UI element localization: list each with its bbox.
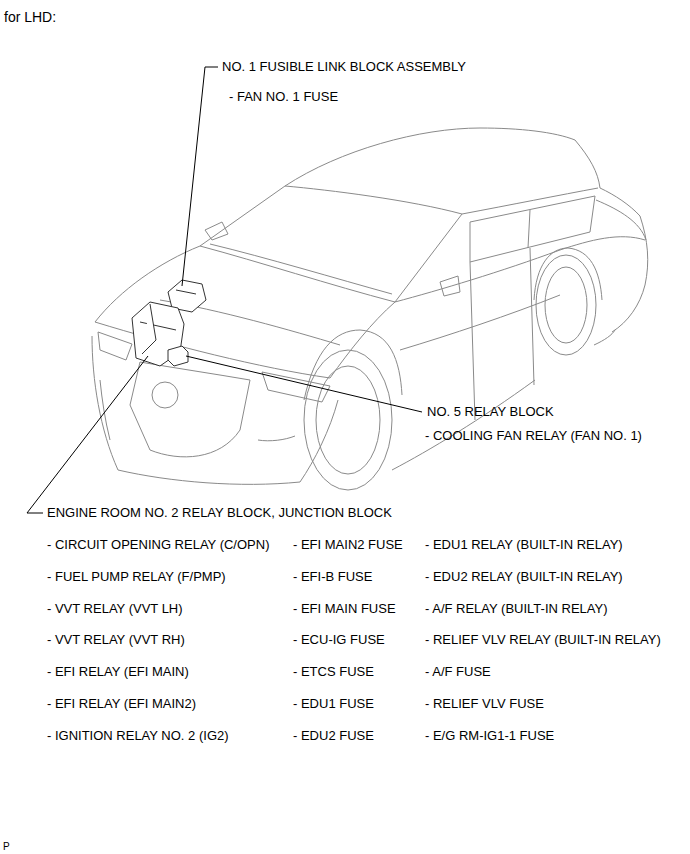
car-body-part	[304, 330, 402, 400]
component-item: - RELIEF VLV FUSE	[425, 696, 544, 712]
leader-lines-part	[182, 67, 218, 286]
car-body-part	[95, 322, 330, 378]
car-body-part	[205, 222, 228, 240]
component-item: - IGNITION RELAY NO. 2 (IG2)	[47, 728, 229, 744]
component-item: - VVT RELAY (VVT LH)	[47, 601, 183, 617]
relay-blocks-part	[176, 290, 196, 294]
car-body-part	[470, 196, 595, 262]
car-body-part	[594, 330, 615, 345]
component-item: - EDU2 FUSE	[293, 728, 374, 744]
car-body-part	[470, 262, 475, 420]
component-item: - RELIEF VLV RELAY (BUILT-IN RELAY)	[425, 632, 661, 648]
relay-blocks-part	[168, 346, 188, 366]
part-name: NO. 5 RELAY BLOCK	[427, 404, 554, 420]
component-item: - COOLING FAN RELAY (FAN NO. 1)	[425, 428, 642, 444]
car-body-part	[560, 237, 645, 250]
car-body-part	[130, 362, 250, 457]
component-item: - EDU2 RELAY (BUILT-IN RELAY)	[425, 569, 623, 585]
component-item: - A/F FUSE	[425, 664, 491, 680]
relay-blocks-part	[140, 322, 176, 330]
component-item: - EDU1 FUSE	[293, 696, 374, 712]
component-item: - ECU-IG FUSE	[293, 632, 385, 648]
part-name: NO. 1 FUSIBLE LINK BLOCK ASSEMBLY	[222, 59, 466, 75]
car-body-part	[640, 216, 648, 285]
component-item: - EFI-B FUSE	[293, 569, 372, 585]
car-body-part	[528, 210, 530, 248]
car-body-part	[210, 244, 392, 294]
car-body-part	[395, 250, 560, 302]
figure-title: for LHD:	[4, 9, 56, 26]
component-item: - EFI RELAY (EFI MAIN)	[47, 664, 189, 680]
car-body-part	[98, 332, 132, 360]
figure-code: P	[3, 840, 10, 853]
component-item: - FAN NO. 1 FUSE	[229, 89, 338, 105]
component-item: - ETCS FUSE	[293, 664, 374, 680]
component-item: - EFI MAIN FUSE	[293, 601, 396, 617]
car-body-part	[545, 267, 587, 343]
leader-lines	[27, 67, 422, 513]
component-item: - VVT RELAY (VVT RH)	[47, 632, 185, 648]
car-body-part	[118, 470, 300, 484]
component-item: - EDU1 RELAY (BUILT-IN RELAY)	[425, 537, 623, 553]
car-body-part	[285, 186, 462, 214]
car-body-part	[304, 350, 392, 490]
car-body-part	[534, 248, 602, 300]
leader-lines-part	[186, 356, 422, 412]
car-body-part	[92, 336, 118, 470]
component-item: - E/G RM-IG1-1 FUSE	[425, 728, 554, 744]
car-body-part	[536, 255, 596, 355]
car-body-part	[200, 246, 395, 302]
car-body	[92, 128, 648, 490]
car-body-part	[395, 214, 462, 302]
car-body-part	[316, 366, 380, 474]
car-body-part	[152, 382, 178, 408]
car-body-part	[100, 380, 110, 440]
relay-blocks	[132, 280, 206, 366]
component-item: - EFI RELAY (EFI MAIN2)	[47, 696, 196, 712]
car-body-part	[200, 186, 285, 246]
car-body-part	[596, 200, 646, 240]
component-item: - A/F RELAY (BUILT-IN RELAY)	[425, 601, 608, 617]
car-body-part	[330, 302, 395, 378]
component-item: - EFI MAIN2 FUSE	[293, 537, 403, 553]
car-body-part	[392, 380, 535, 470]
car-body-part	[530, 248, 534, 385]
relay-blocks-part	[142, 304, 156, 354]
car-body-part	[258, 436, 295, 441]
leader-lines-part	[27, 356, 148, 513]
car-body-part	[440, 276, 460, 296]
car-body-part	[285, 128, 575, 186]
part-name: ENGINE ROOM NO. 2 RELAY BLOCK, JUNCTION …	[47, 505, 392, 521]
component-item: - CIRCUIT OPENING RELAY (C/OPN)	[47, 537, 269, 553]
component-item: - FUEL PUMP RELAY (F/PMP)	[47, 569, 226, 585]
car-body-part	[575, 140, 600, 188]
car-body-part	[612, 285, 645, 332]
